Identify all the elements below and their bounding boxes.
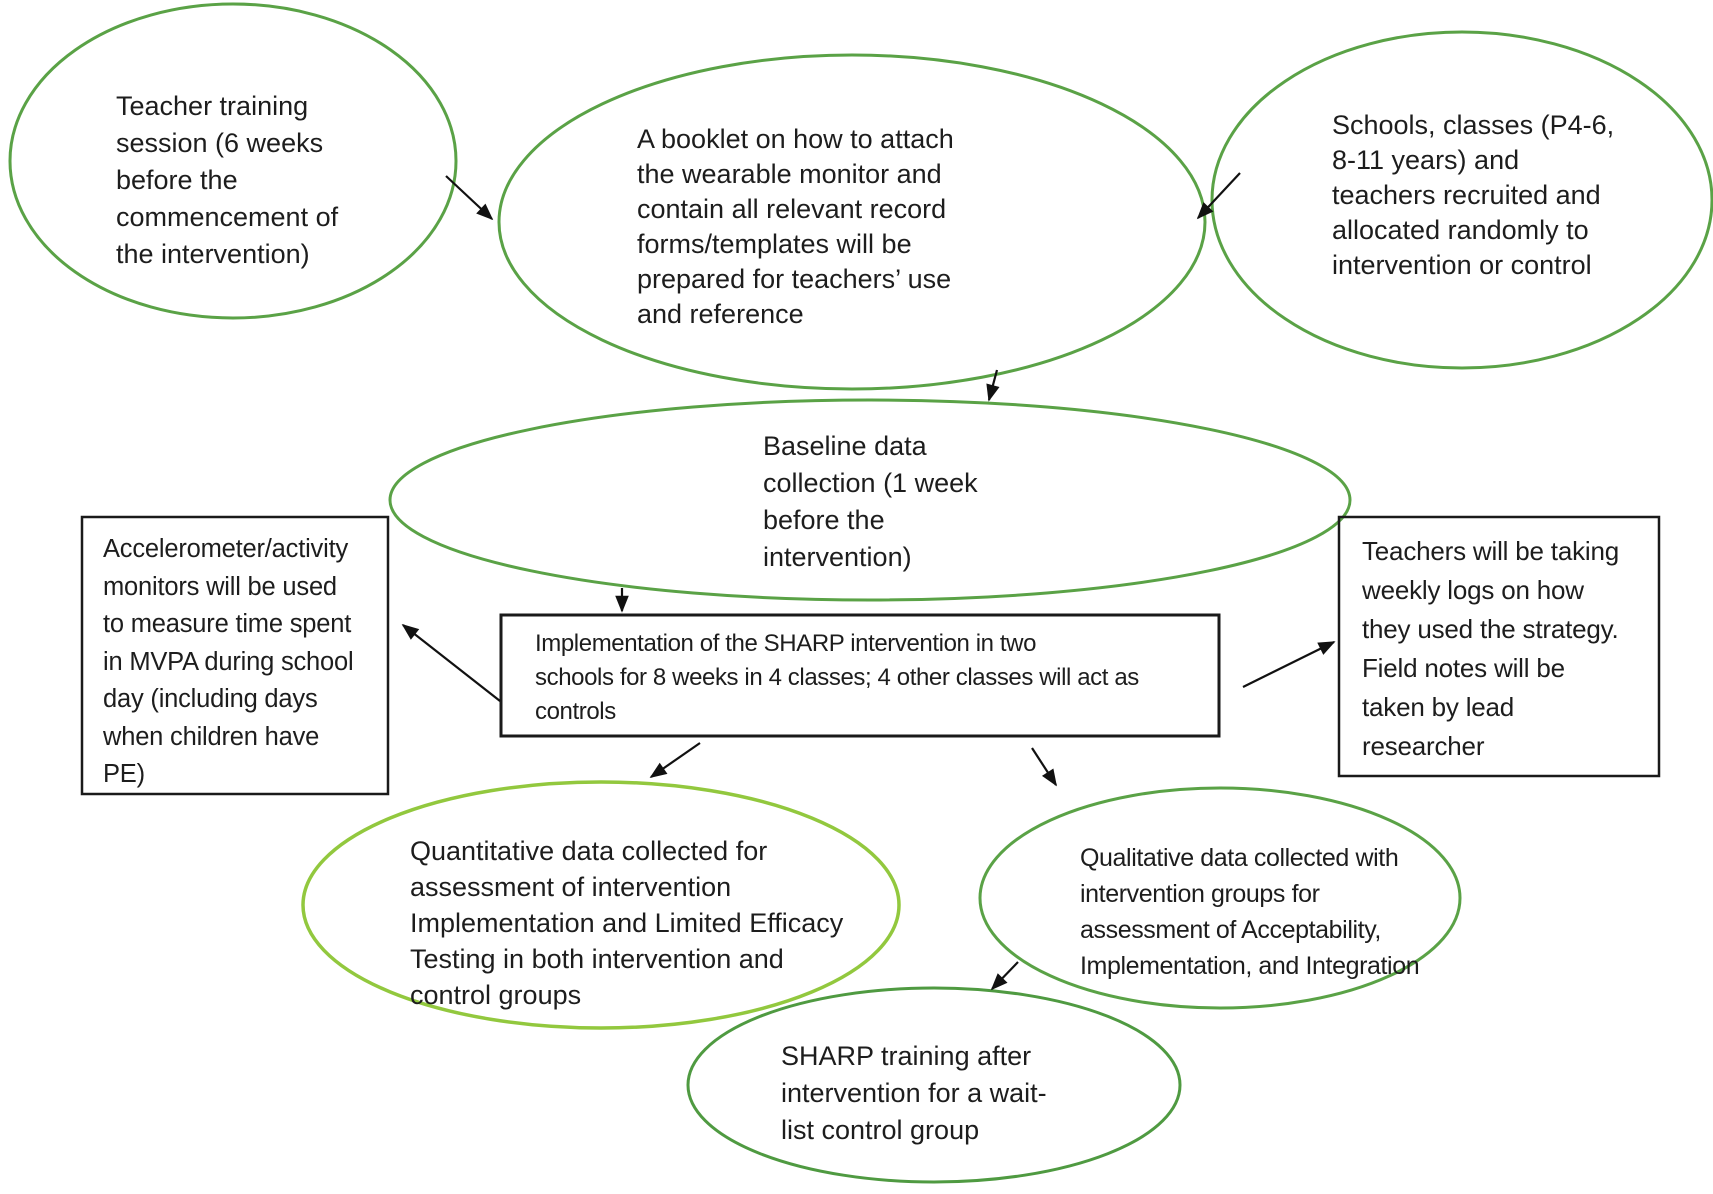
arrow-implementation-to-teacher-logs <box>1242 641 1336 688</box>
node-sharp-training-ellipse <box>686 986 1182 1184</box>
node-implementation-text: Implementation of the SHARP intervention… <box>535 630 1139 725</box>
node-sharp-training-text: SHARP training after intervention for a … <box>781 1041 1047 1145</box>
node-schools-classes-text: Schools, classes (P4-6, 8-11 years) and … <box>1332 110 1615 280</box>
arrow-implementation-to-quantitative <box>649 742 701 778</box>
node-qualitative-text: Qualitative data collected with interven… <box>1080 844 1420 980</box>
arrow-booklet-to-baseline <box>986 369 1000 402</box>
node-accelerometer-rect <box>80 515 390 796</box>
node-teacher-logs-rect <box>1337 515 1661 778</box>
node-implementation-rect <box>499 613 1221 738</box>
node-booklet-text: A booklet on how to attach the wearable … <box>637 124 954 329</box>
node-accelerometer-text: Accelerometer/activity monitors will be … <box>103 535 354 788</box>
node-teacher-training-text: Teacher training session (6 weeks before… <box>116 91 339 269</box>
node-quantitative-text: Quantitative data collected for assessme… <box>410 836 844 1010</box>
node-teacher-logs-text: Teachers will be taking weekly logs on h… <box>1362 536 1619 761</box>
node-quantitative-ellipse <box>301 780 901 1030</box>
node-teacher-training-ellipse <box>8 2 458 320</box>
arrow-implementation-to-qualitative <box>1031 747 1057 787</box>
node-baseline-ellipse <box>388 398 1352 602</box>
arrow-qualitative-to-sharp-training <box>990 961 1019 991</box>
arrow-schools-classes-to-booklet <box>1196 172 1241 220</box>
node-baseline-text: Baseline data collection (1 week before … <box>763 431 978 572</box>
arrow-teacher-training-to-booklet <box>445 175 494 221</box>
node-booklet-ellipse <box>497 53 1207 391</box>
node-schools-classes-ellipse <box>1210 30 1713 370</box>
node-qualitative-ellipse <box>978 786 1462 1010</box>
arrow-implementation-to-accelerometer <box>401 623 501 702</box>
